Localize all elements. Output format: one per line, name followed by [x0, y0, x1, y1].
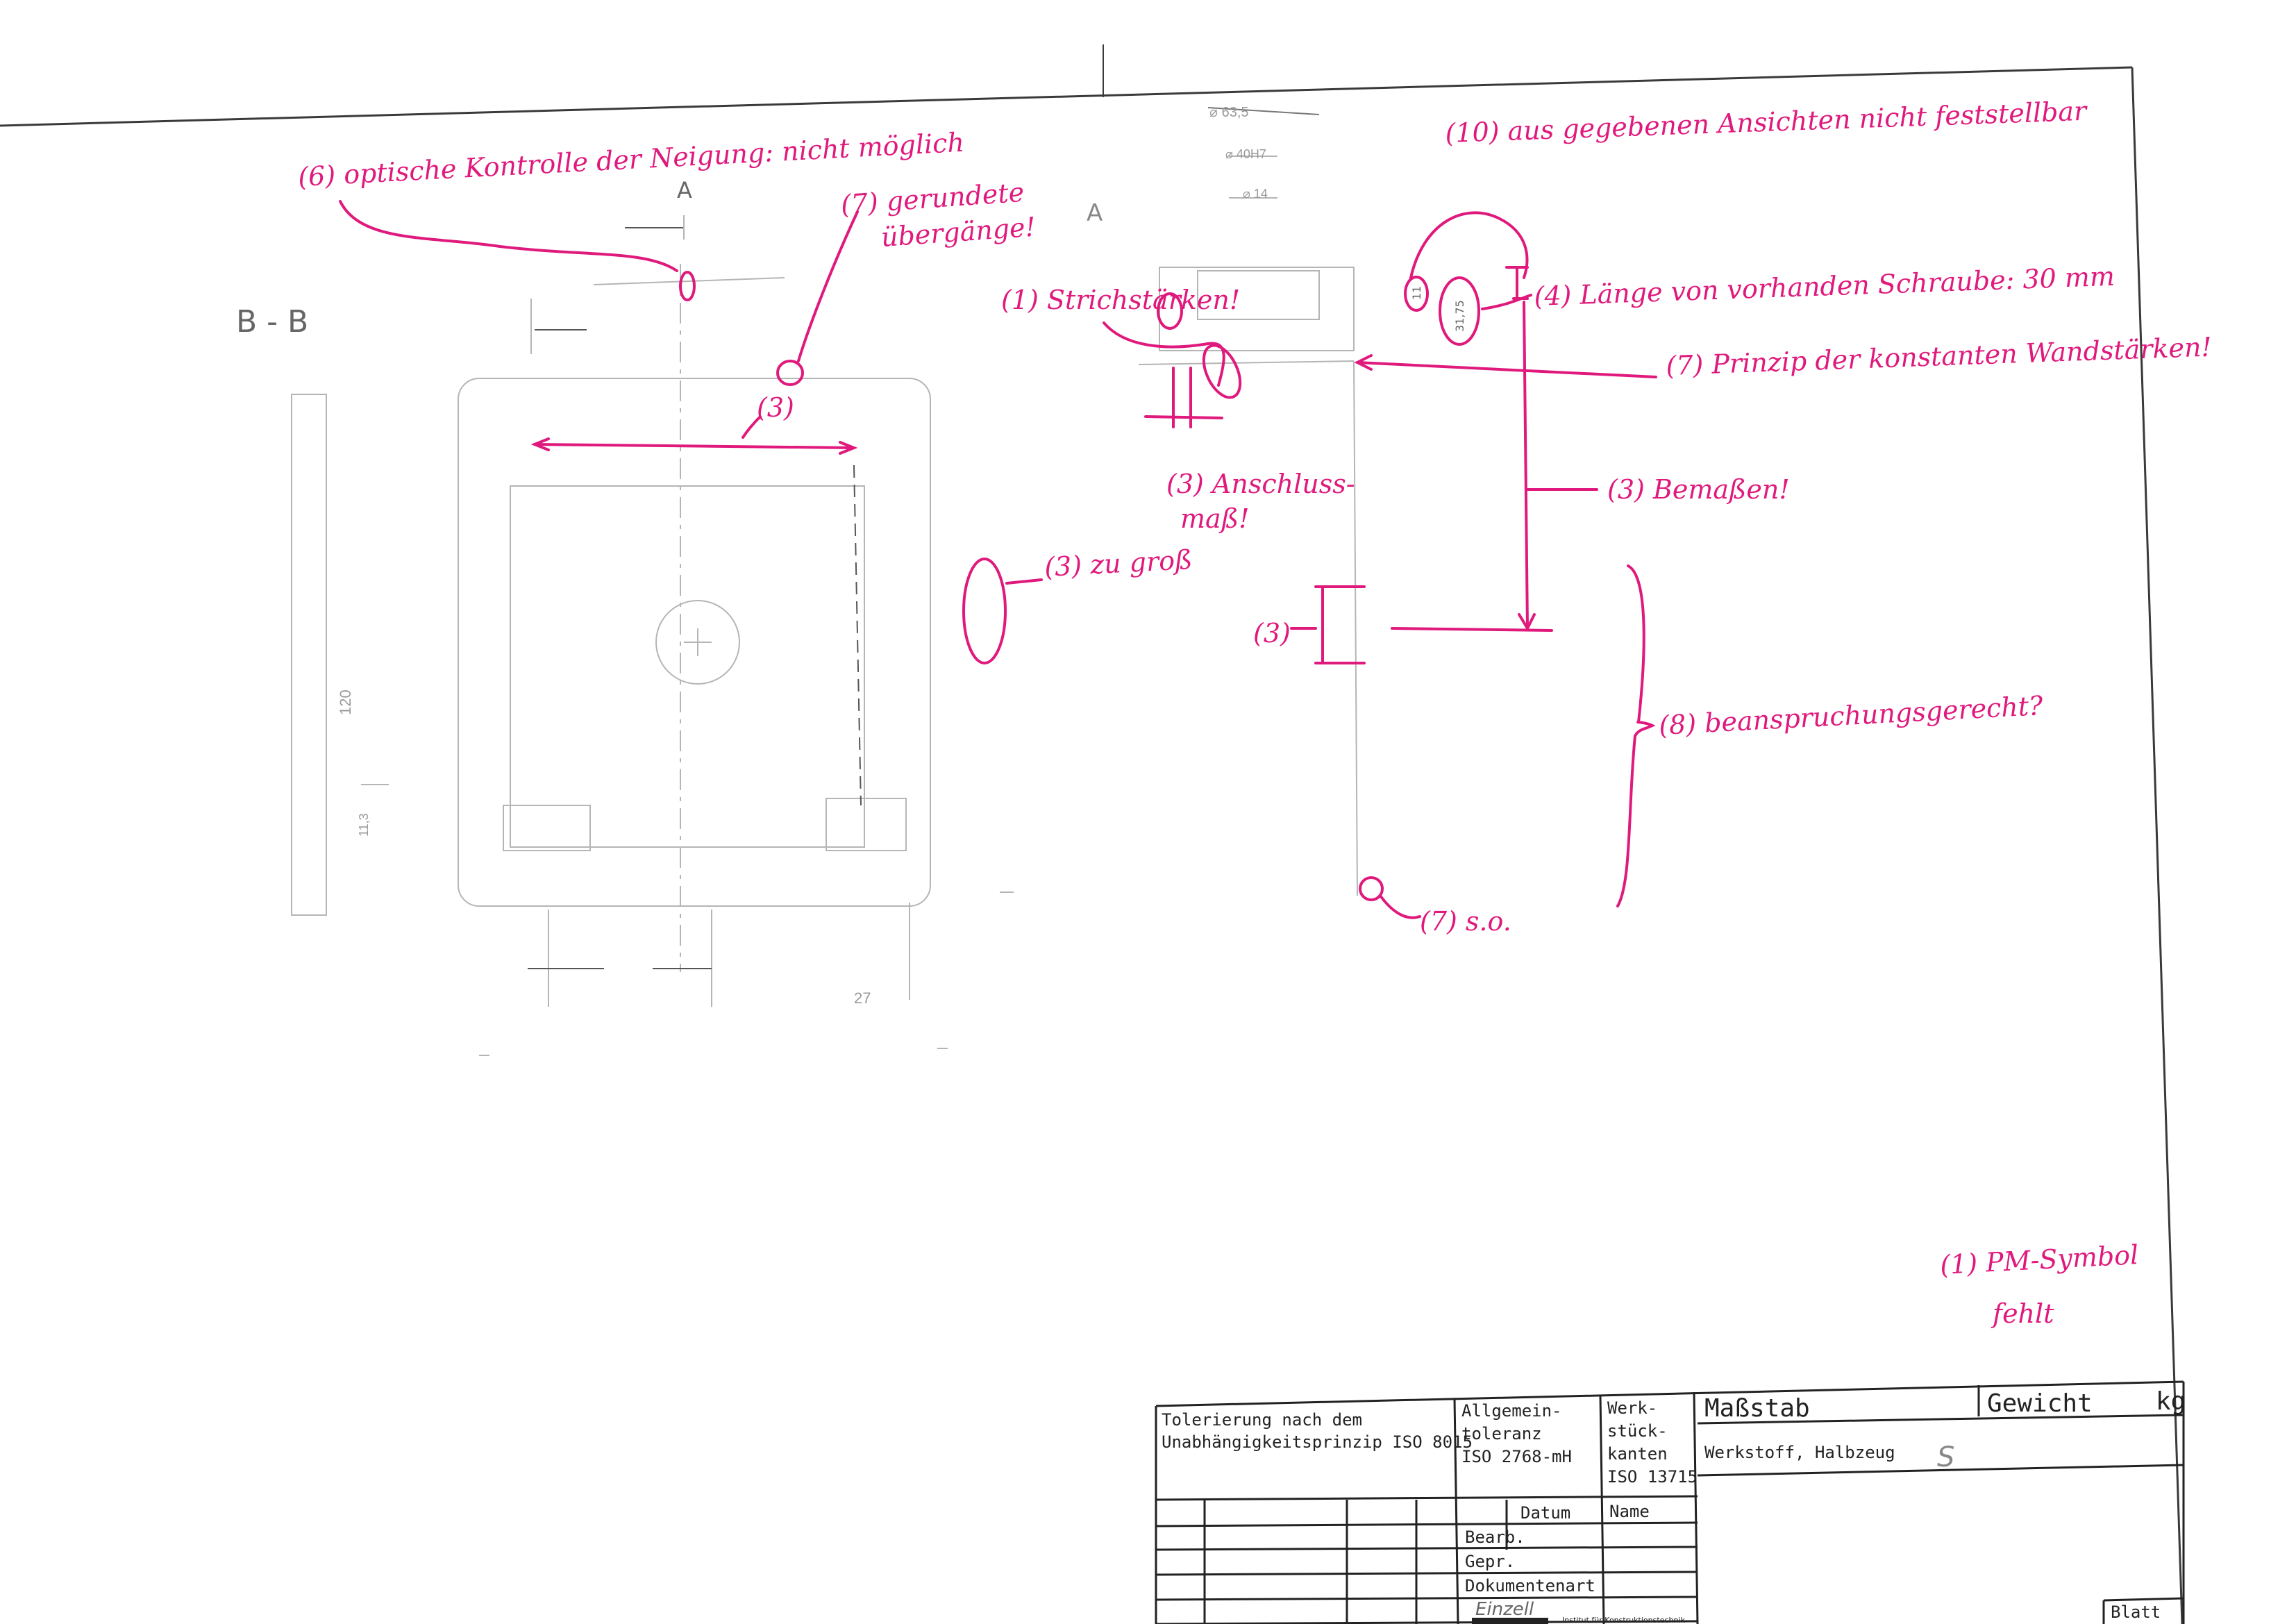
tb-gewicht: Gewicht — [1987, 1389, 2093, 1418]
section-a-label-right: A — [1087, 199, 1103, 227]
annotation-3-dimension: (3) Bemaßen! — [1607, 474, 1790, 505]
annotation-7-see-above: (7) s.o. — [1420, 906, 1511, 937]
dim-3175: 31,75 — [1453, 300, 1466, 332]
tb-kg: kg — [2156, 1387, 2186, 1416]
tb-allgemein-line2: toleranz — [1461, 1424, 1542, 1443]
tb-datum: Datum — [1520, 1503, 1570, 1523]
tb-blatt: Blatt — [2111, 1602, 2161, 1622]
tb-massstab: Maßstab — [1704, 1394, 1810, 1423]
annotation-3-small: (3) — [1253, 618, 1291, 648]
tb-tolerierung-line2: Unabhängigkeitsprinzip ISO 8015 — [1162, 1432, 1473, 1452]
tb-dokumentenart-value: Einzell — [1475, 1599, 1534, 1620]
title-block-grid — [1155, 1380, 2185, 1624]
tb-werkstoff: Werkstoff, Halbzeug — [1704, 1443, 1895, 1462]
annotation-3-connection-line1: (3) Anschluss- — [1166, 469, 1355, 499]
dim-diam-3: ⌀ 14 — [1243, 187, 1268, 201]
dim-11: 11 — [1410, 286, 1423, 300]
tb-gepr: Gepr. — [1465, 1552, 1515, 1571]
annotation-1-line-weights: (1) Strichstärken! — [1001, 285, 1240, 315]
tb-werkstoff-value: S — [1937, 1441, 1954, 1473]
section-bb-view — [291, 215, 1014, 1056]
sheet-frame — [0, 44, 2184, 1624]
tb-werk-line3: kanten — [1607, 1444, 1668, 1464]
dim-diam-2: ⌀ 40H7 — [1225, 147, 1266, 161]
annotation-3-connection-line2: maß! — [1180, 503, 1249, 534]
dim-27: 27 — [854, 989, 871, 1007]
tb-allgemein-line3: ISO 2768-mH — [1461, 1447, 1572, 1466]
tb-tolerierung-line1: Tolerierung nach dem — [1162, 1410, 1362, 1430]
institute-logo — [1472, 1618, 1548, 1624]
tb-werk-line2: stück- — [1607, 1421, 1668, 1441]
tb-institut: Institut für Konstruktionstechnik — [1562, 1616, 1685, 1624]
tb-dokumentenart: Dokumentenart — [1465, 1576, 1595, 1596]
annotation-1-pm-symbol-line2: fehlt — [1991, 1298, 2054, 1329]
tb-werk-line4: ISO 13715 — [1607, 1467, 1698, 1487]
tb-allgemein-line1: Allgemein- — [1461, 1401, 1562, 1421]
tb-bearb: Bearb. — [1465, 1527, 1525, 1547]
annotation-3-center: (3) — [757, 392, 794, 423]
section-bb-label: B - B — [236, 304, 308, 340]
tb-werk-line1: Werk- — [1607, 1398, 1657, 1418]
section-a-label-top: A — [677, 177, 692, 203]
dim-small-left: 11,3 — [357, 813, 371, 837]
dim-120: 120 — [337, 689, 354, 715]
markup-strokes — [339, 200, 1657, 919]
tb-name: Name — [1609, 1502, 1650, 1521]
dim-diam-1: ⌀ 63,5 — [1209, 105, 1249, 120]
